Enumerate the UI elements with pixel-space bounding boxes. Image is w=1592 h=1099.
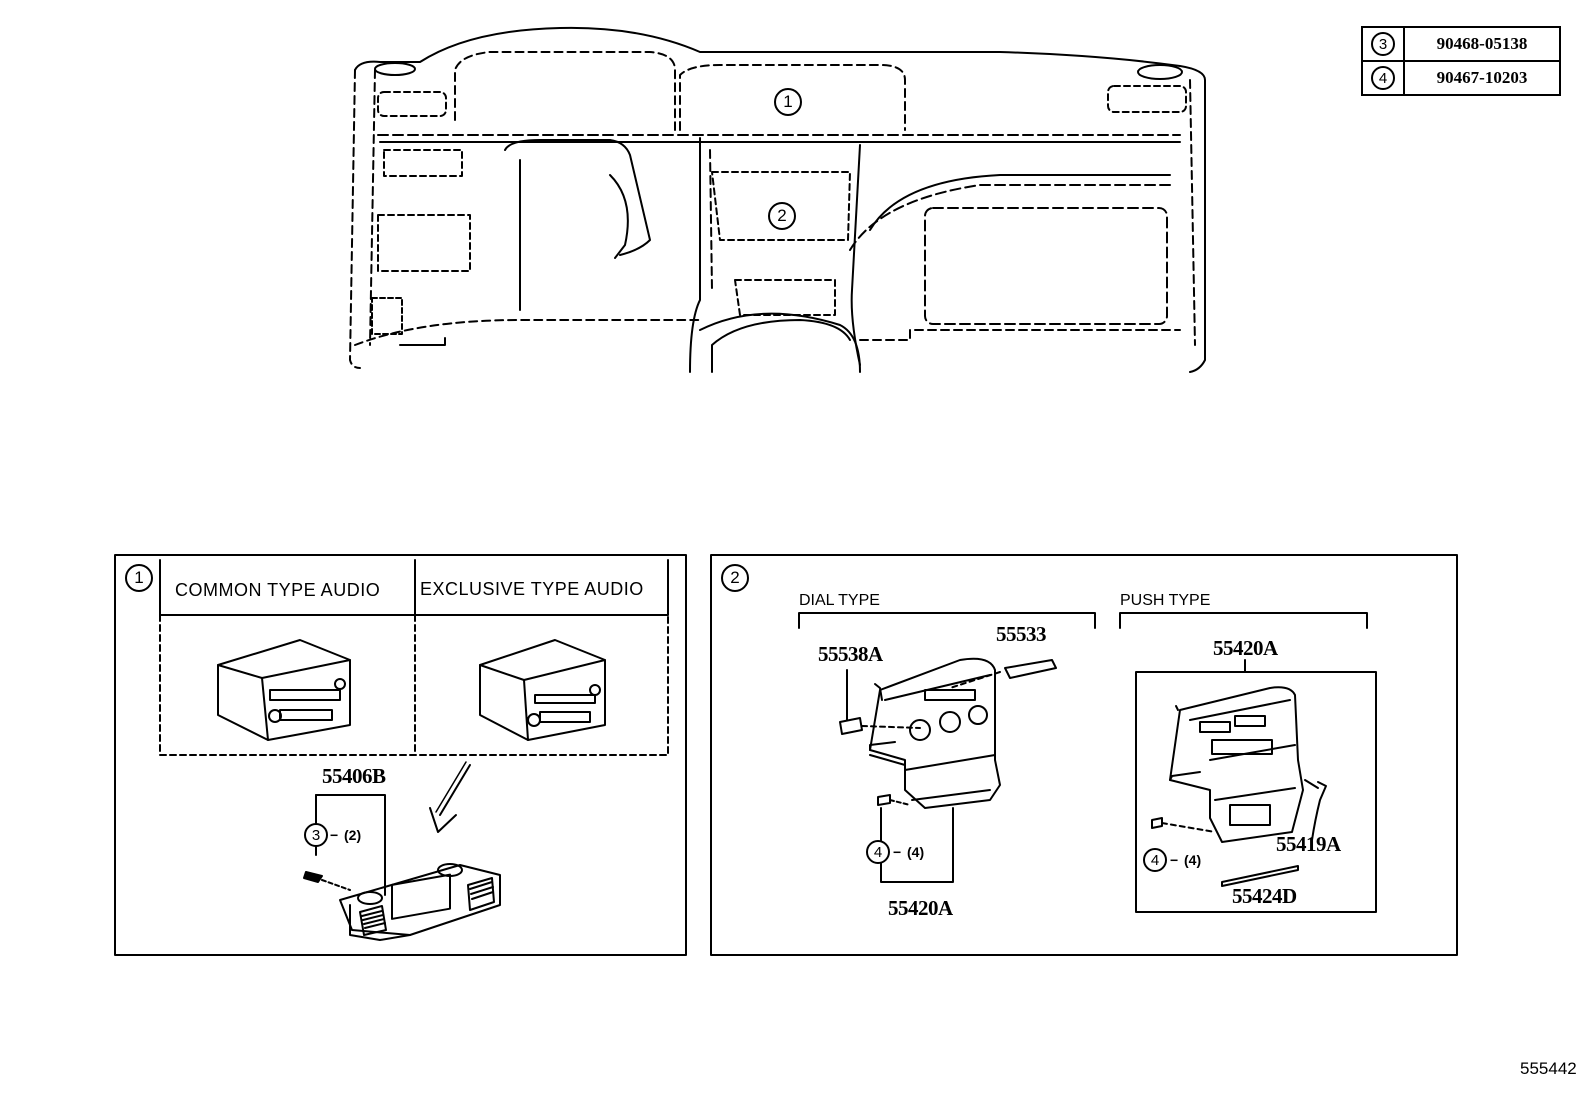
dial-type-label: DIAL TYPE xyxy=(799,592,880,609)
part-55420a-push[interactable]: 55420A xyxy=(1213,636,1278,660)
part-55419a[interactable]: 55419A xyxy=(1276,832,1341,856)
panel-2-frame xyxy=(710,554,1458,956)
ref-circle-4: 4 xyxy=(1371,66,1395,90)
reference-table: 3 90468-05138 4 90467-10203 xyxy=(1361,26,1561,96)
panel-1-frame xyxy=(114,554,687,956)
push-type-label: PUSH TYPE xyxy=(1120,592,1211,609)
part-55420a-dial[interactable]: 55420A xyxy=(888,896,953,920)
dashboard-overview xyxy=(349,26,1206,373)
bezel-55406b xyxy=(339,863,501,941)
part-55538a[interactable]: 55538A xyxy=(818,642,883,666)
column-common-type-audio: COMMON TYPE AUDIO xyxy=(175,580,381,600)
part-55424d[interactable]: 55424D xyxy=(1232,884,1297,908)
panel-2-number: 2 xyxy=(721,564,749,592)
common-audio-unit xyxy=(217,639,351,741)
push-type-box xyxy=(1135,671,1377,913)
dial-type-panel xyxy=(869,657,1001,809)
fastener-ref-4-dial[interactable]: 4 xyxy=(866,840,890,864)
figure-code: 555442 xyxy=(1520,1059,1577,1078)
panel-1-number: 1 xyxy=(125,564,153,592)
ref-circle-3: 3 xyxy=(1371,32,1395,56)
fastener-qty-push: (4) xyxy=(1184,852,1202,868)
push-type-panel xyxy=(1169,686,1304,843)
fastener-qty-dial: (4) xyxy=(907,844,925,860)
fastener-qty: (2) xyxy=(344,827,362,843)
ref-part-number[interactable]: 90468-05138 xyxy=(1403,26,1561,62)
reference-row: 3 90468-05138 xyxy=(1361,26,1561,62)
fastener-ref-4-push[interactable]: 4 xyxy=(1143,848,1167,872)
reference-row: 4 90467-10203 xyxy=(1361,60,1561,96)
part-55533[interactable]: 55533 xyxy=(996,622,1047,646)
exclusive-audio-unit xyxy=(479,639,606,741)
switch-55533 xyxy=(1004,659,1057,679)
column-exclusive-type-audio: EXCLUSIVE TYPE AUDIO xyxy=(420,579,644,599)
callout-2-overview[interactable]: 2 xyxy=(768,202,796,230)
fastener-ref-3[interactable]: 3 xyxy=(304,823,328,847)
part-55406b[interactable]: 55406B xyxy=(322,764,386,788)
callout-1-overview[interactable]: 1 xyxy=(774,88,802,116)
ref-part-number[interactable]: 90467-10203 xyxy=(1403,60,1561,96)
